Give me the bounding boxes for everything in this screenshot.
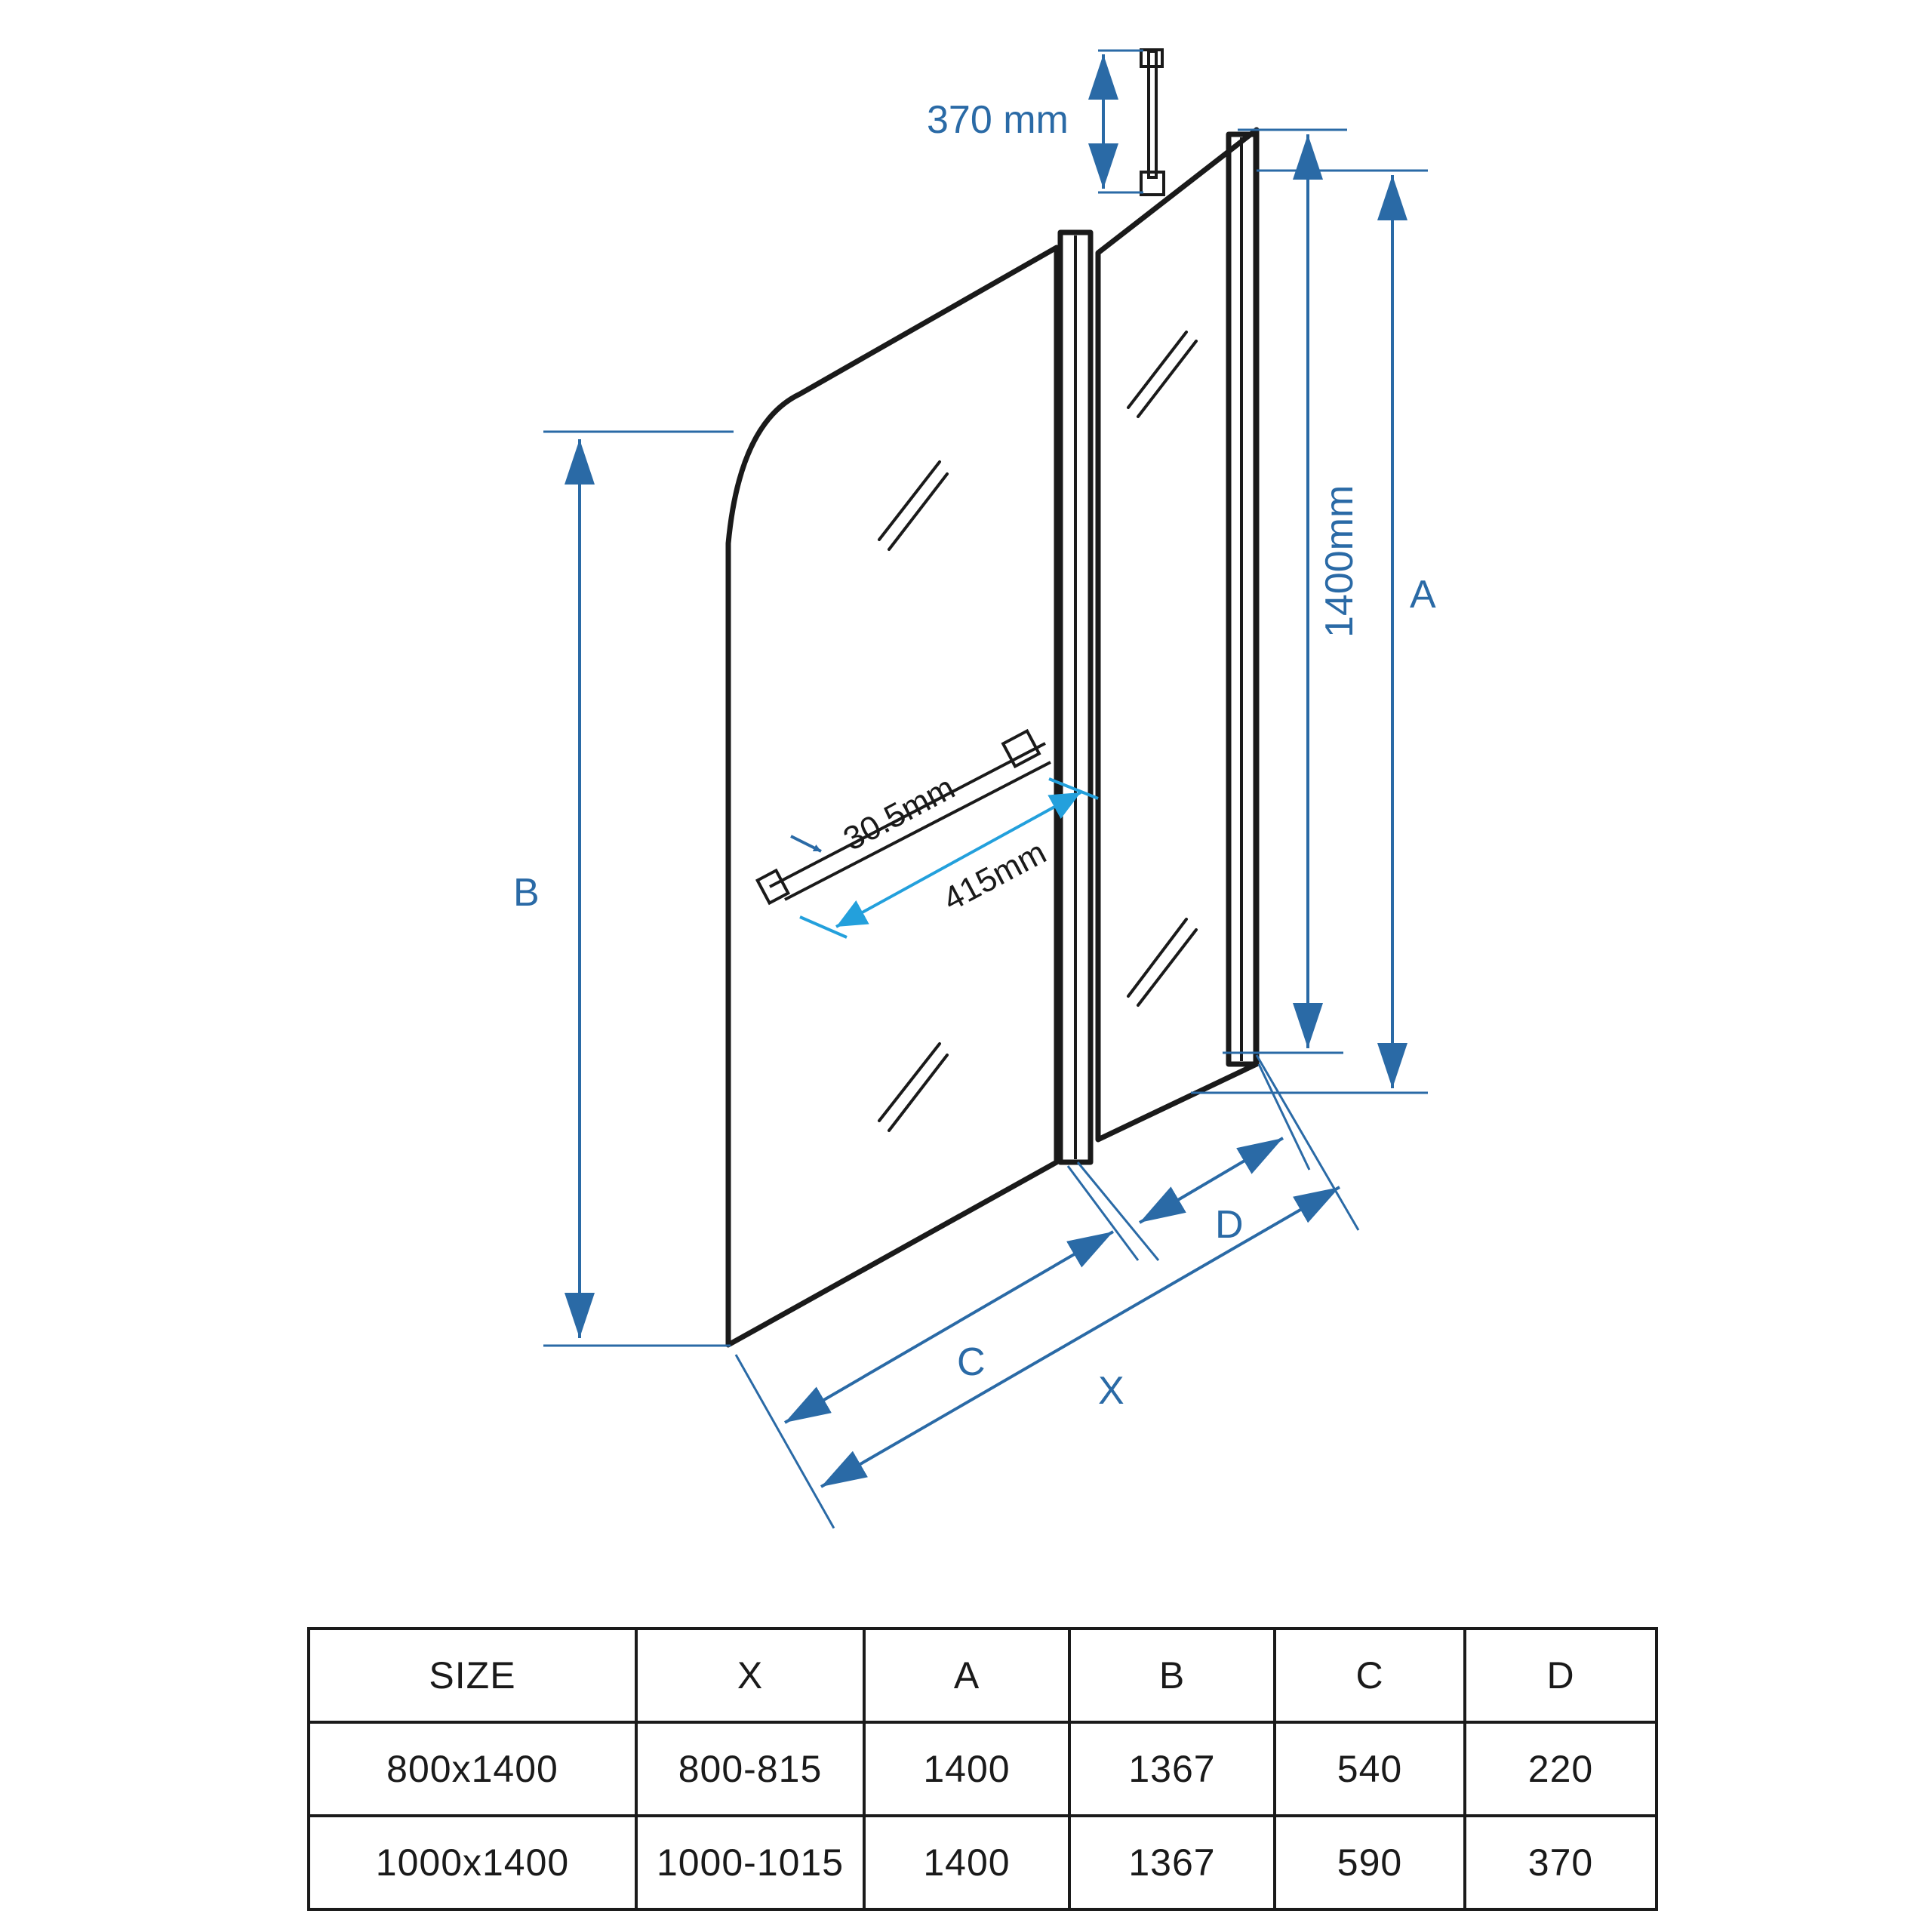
header-x: X [635, 1627, 866, 1724]
dim-d-line [1138, 1137, 1284, 1224]
label-x: X [1098, 1369, 1124, 1413]
support-bar-icon [1147, 50, 1158, 179]
header-c: C [1273, 1627, 1466, 1724]
cell-x: 800-815 [635, 1721, 866, 1817]
cell-size: 1000x1400 [307, 1814, 638, 1911]
header-d: D [1463, 1627, 1658, 1724]
header-size: SIZE [307, 1627, 638, 1724]
label-b: B [513, 871, 540, 915]
size-table: SIZE X A B C D 800x1400 800-815 1400 136… [307, 1627, 1658, 1911]
main-glass-panel [725, 245, 1060, 1348]
fixed-glass-panel [1095, 127, 1260, 1143]
label-370mm: 370 mm [927, 98, 1069, 142]
label-30-5mm: 30.5mm [838, 769, 961, 858]
label-1400mm: 1400mm [1318, 485, 1361, 638]
hinge-profile [1057, 229, 1094, 1165]
label-d: D [1215, 1203, 1244, 1247]
dim-handle-line [835, 791, 1081, 928]
label-a: A [1410, 573, 1436, 617]
dim-offset-arrow [790, 835, 822, 853]
label-c: C [957, 1340, 986, 1384]
dim-handle-tick-right [1048, 777, 1099, 800]
cell-c: 590 [1273, 1814, 1466, 1911]
table-header-row: SIZE X A B C D [307, 1627, 1658, 1724]
support-bracket-top [1140, 48, 1164, 68]
cell-b: 1367 [1068, 1814, 1276, 1911]
cell-c: 540 [1273, 1721, 1466, 1817]
table-row: 800x1400 800-815 1400 1367 540 220 [307, 1721, 1658, 1817]
cell-d: 220 [1463, 1721, 1658, 1817]
wall-profile [1226, 131, 1259, 1067]
cell-x: 1000-1015 [635, 1814, 866, 1911]
table-row: 1000x1400 1000-1015 1400 1367 590 370 [307, 1814, 1658, 1911]
cell-a: 1400 [863, 1814, 1071, 1911]
cell-size: 800x1400 [307, 1721, 638, 1817]
header-b: B [1068, 1627, 1276, 1724]
dim-c-line [783, 1230, 1115, 1424]
support-bracket-bottom [1140, 171, 1165, 196]
glare-marks [878, 331, 1198, 1132]
dim-handle-tick-left [799, 915, 848, 939]
cell-d: 370 [1463, 1814, 1658, 1911]
dim-x-line [820, 1186, 1341, 1488]
cell-a: 1400 [863, 1721, 1071, 1817]
cell-b: 1367 [1068, 1721, 1276, 1817]
header-a: A [863, 1627, 1071, 1724]
label-415mm: 415mm [937, 834, 1053, 918]
